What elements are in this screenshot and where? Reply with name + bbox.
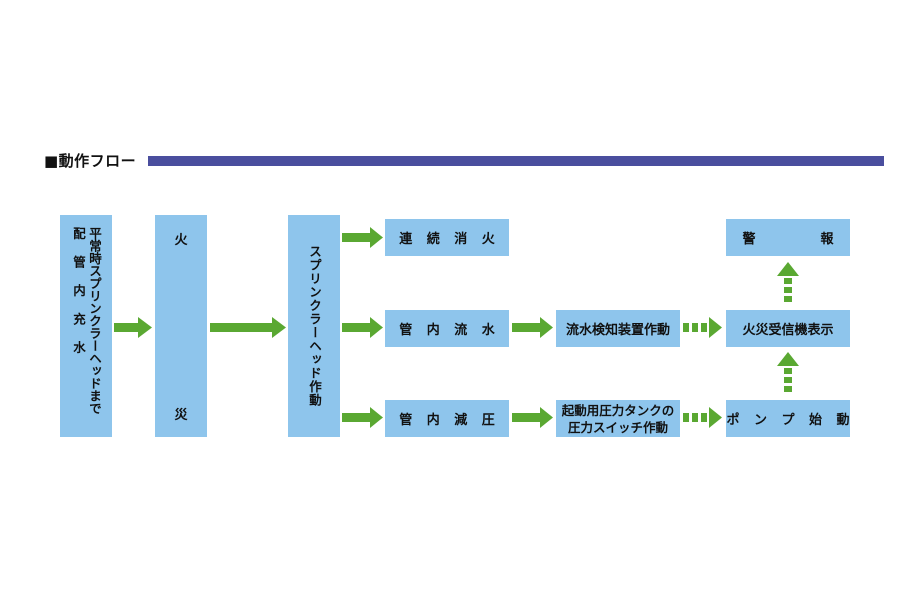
- sprinkler-text: スプリンクラーヘッド作動: [307, 245, 322, 407]
- box-continuous-extinguish: 連 続 消 火: [385, 219, 509, 256]
- section-title: ■動作フロー: [44, 152, 137, 170]
- box-pressure-switch: 起動用圧力タンクの 圧力スイッチ作動: [556, 400, 680, 437]
- arrow-fire-to-sprinkler: [210, 317, 286, 338]
- pump-start-text: ポ ン プ 始 動: [726, 413, 850, 428]
- box-flow-detector: 流水検知装置作動: [556, 310, 680, 347]
- box-pump-start: ポ ン プ 始 動: [726, 400, 850, 437]
- arrow-receiver-to-alarm-dashed: [777, 262, 799, 302]
- normal-line1: 平常時スプリンクラーヘッドまで: [87, 227, 102, 415]
- box-pipe-pressure-drop: 管 内 減 圧: [385, 400, 509, 437]
- arrow-sprinkler-to-pipe-pressure: [342, 407, 383, 428]
- header-bar: [148, 156, 884, 166]
- arrow-detector-to-receiver-dashed: [683, 317, 722, 338]
- arrow-sprinkler-to-pipe-flow: [342, 317, 383, 338]
- arrow-pump-to-receiver-dashed: [777, 352, 799, 392]
- box-fire: 火 災: [155, 215, 207, 437]
- pipe-flow-text: 管 内 流 水: [399, 323, 495, 338]
- box-pipe-flow: 管 内 流 水: [385, 310, 509, 347]
- receiver-text: 火災受信機表示: [742, 323, 834, 338]
- section-header: ■動作フロー: [20, 151, 884, 171]
- arrow-sprinkler-to-continuous: [342, 227, 383, 248]
- arrow-pipe-pressure-to-switch: [512, 407, 553, 428]
- fire-bottom: 災: [174, 408, 188, 423]
- box-sprinkler-activation: スプリンクラーヘッド作動: [288, 215, 340, 437]
- box-normal-state: 平常時スプリンクラーヘッドまで 配管内充水: [60, 215, 112, 437]
- pump-switch-line1: 起動用圧力タンクの: [561, 402, 675, 418]
- pump-switch-line2: 圧力スイッチ作動: [567, 419, 668, 435]
- flow-detect-text: 流水検知装置作動: [565, 323, 670, 338]
- fire-top: 火: [174, 233, 188, 248]
- box-alarm: 警 報: [726, 219, 850, 256]
- alarm-text: 警 報: [742, 232, 834, 247]
- normal-line2: 配管内充水: [71, 227, 86, 370]
- pipe-pressure-text: 管 内 減 圧: [399, 413, 495, 428]
- arrow-pipe-flow-to-detector: [512, 317, 553, 338]
- continuous-text: 連 続 消 火: [399, 232, 495, 247]
- box-fire-receiver: 火災受信機表示: [726, 310, 850, 347]
- arrow-normal-to-fire: [114, 317, 152, 338]
- arrow-switch-to-pump-dashed: [683, 407, 722, 428]
